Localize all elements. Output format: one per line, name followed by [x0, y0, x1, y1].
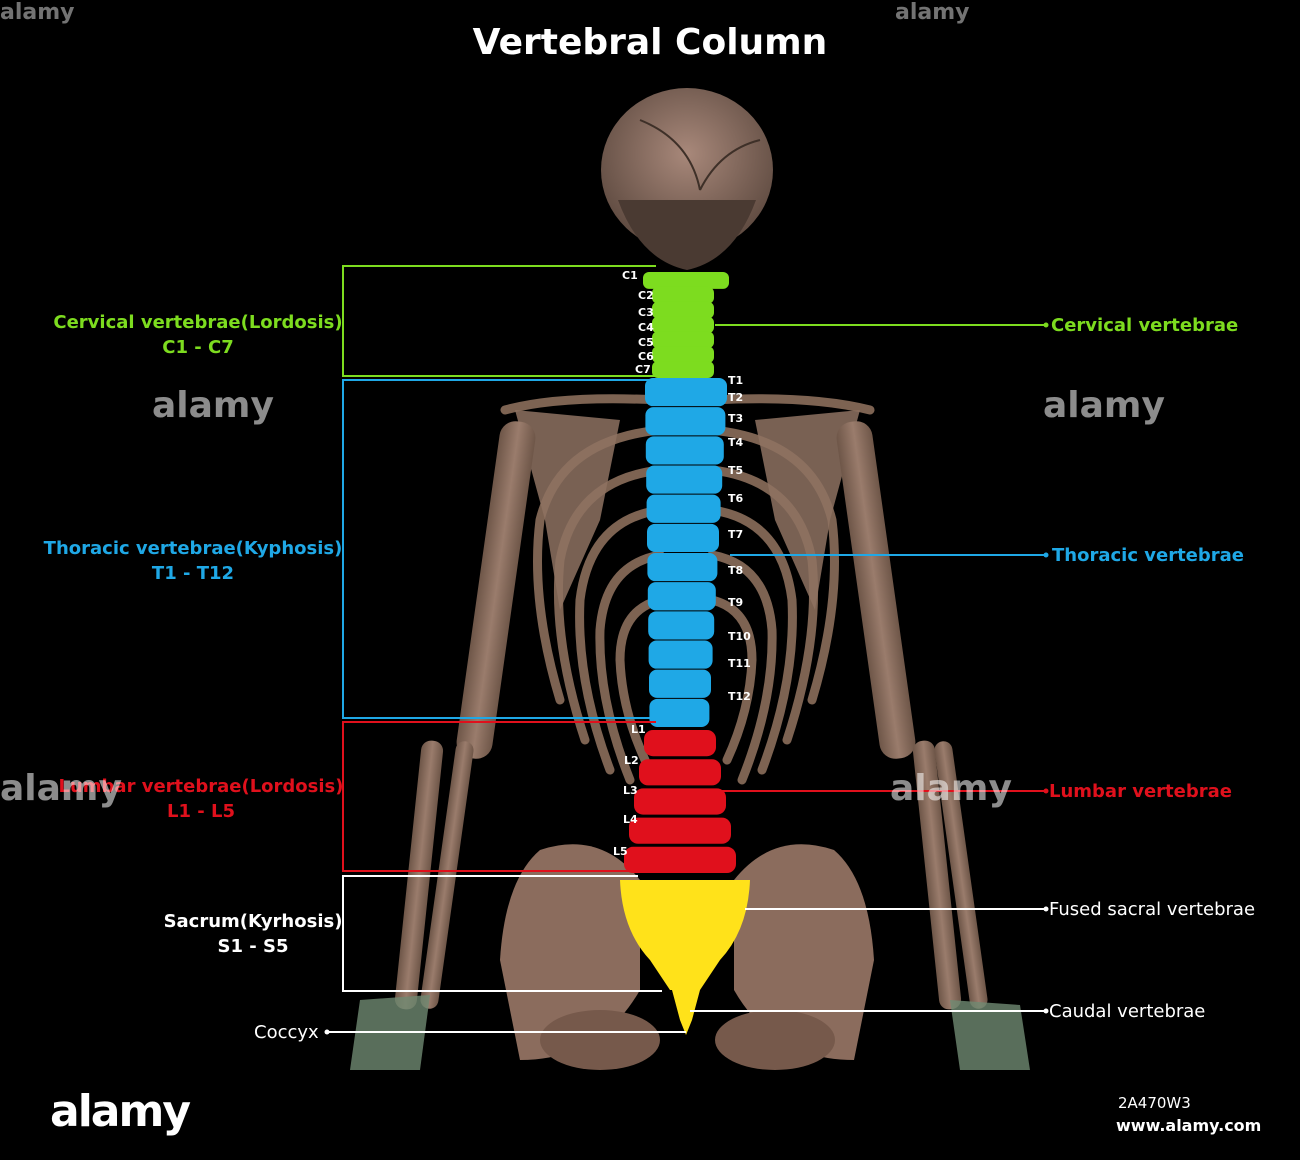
vertebra-t12 [649, 698, 710, 727]
vertebra-label-c2: C2 [638, 289, 654, 302]
label-thoracic-group: Thoracic vertebrae(Kyphosis) T1 - T12 [40, 536, 346, 586]
vertebra-label-t1: T1 [728, 374, 744, 387]
vertebra-t6 [647, 523, 719, 552]
vertebra-label-l5: L5 [613, 845, 628, 858]
watermark-alamy-1: alamy [0, 0, 75, 25]
vertebra-c2 [652, 286, 714, 304]
vertebra-label-l2: L2 [624, 754, 639, 767]
label-sacrum-group-range: S1 - S5 [217, 936, 289, 957]
leader-dot-4 [1043, 906, 1049, 912]
label-sacrum-group-name: Sacrum(Kyrhosis) [163, 911, 343, 932]
vertebra-label-t5: T5 [728, 464, 744, 477]
vertebra-t4 [646, 465, 723, 494]
watermark-alamy-5: alamy [0, 768, 122, 809]
vertebra-c4 [652, 316, 714, 334]
vertebra-label-t8: T8 [728, 564, 744, 577]
vertebra-label-t3: T3 [728, 412, 744, 425]
label-lumbar-group-name: Lumbar vertebrae(Lordosis) [58, 776, 344, 797]
label-lumbar-vertebrae: Lumbar vertebrae [1049, 781, 1232, 802]
vertebra-label-l1: L1 [631, 723, 646, 736]
vertebral-column [620, 272, 750, 1035]
leader-lines [324, 265, 1049, 1035]
vertebra-t10 [648, 640, 713, 669]
vertebra-c1 [643, 272, 729, 289]
vertebra-t1 [645, 378, 727, 407]
vertebra-c6 [652, 346, 714, 364]
skull [601, 88, 773, 270]
label-cervical-group-range: C1 - C7 [162, 337, 234, 358]
label-cervical-vertebrae: Cervical vertebrae [1051, 315, 1239, 336]
website-url: www.alamy.com [1116, 1116, 1262, 1135]
vertebra-t11 [649, 669, 711, 698]
sacrum [620, 880, 750, 990]
vertebra-t8 [647, 582, 716, 611]
watermark-alamy-2: alamy [895, 0, 970, 25]
vertebra-l4 [629, 817, 731, 844]
vertebra-label-c7: C7 [635, 363, 651, 376]
scapula-right [755, 410, 860, 610]
scapula-left [515, 410, 620, 610]
vertebra-l1 [644, 730, 716, 757]
vertebra-label-c6: C6 [638, 350, 654, 363]
vertebra-label-t6: T6 [728, 492, 744, 505]
label-thoracic-group-range: T1 - T12 [151, 563, 235, 584]
vertebra-t9 [648, 611, 715, 640]
vertebra-label-t10: T10 [728, 630, 751, 643]
leader-dot-5 [1043, 1008, 1049, 1014]
vertebra-label-l3: L3 [623, 784, 638, 797]
label-coccyx: Coccyx [254, 1022, 319, 1043]
coccyx [672, 990, 700, 1035]
label-cervical-group-name: Cervical vertebrae(Lordosis) [53, 312, 343, 333]
image-code: 2A470W3 [1118, 1094, 1191, 1112]
vertebra-label-t11: T11 [728, 657, 751, 670]
vertebra-label-c3: C3 [638, 306, 654, 319]
bracket-cervical [342, 265, 656, 377]
bracket-thoracic [342, 379, 656, 719]
label-fused-sacral-vertebrae: Fused sacral vertebrae [1049, 899, 1256, 920]
vertebra-label-c5: C5 [638, 336, 654, 349]
label-caudal-vertebrae: Caudal vertebrae [1049, 1001, 1206, 1022]
pelvis [500, 844, 874, 1070]
vertebra-l5 [624, 846, 736, 873]
vertebra-t7 [647, 553, 718, 582]
vertebra-t3 [645, 436, 724, 465]
vertebra-c3 [652, 301, 714, 319]
leader-dot-1 [1043, 322, 1049, 328]
leader-dot-2 [1043, 552, 1049, 558]
vertebra-l2 [639, 759, 721, 786]
vertebra-c5 [652, 331, 714, 349]
watermark-alamy-4: alamy [1043, 385, 1165, 426]
label-lumbar-group-range: L1 - L5 [167, 801, 235, 822]
leader-dot-6 [324, 1029, 330, 1035]
label-cervical-group: Cervical vertebrae(Lordosis) C1 - C7 [50, 310, 346, 360]
vertebra-label-t2: T2 [728, 391, 744, 404]
label-thoracic-group-name: Thoracic vertebrae(Kyphosis) [43, 538, 343, 559]
vertebra-label-t12: T12 [728, 690, 751, 703]
label-lumbar-group: Lumbar vertebrae(Lordosis) L1 - L5 [56, 774, 346, 824]
diagram-title: Vertebral Column [472, 22, 828, 63]
watermark-alamy-6: alamy [890, 768, 1012, 809]
bracket-lumbar [342, 721, 656, 872]
vertebra-label-t7: T7 [728, 528, 744, 541]
vertebra-label-c4: C4 [638, 321, 654, 334]
vertebra-t2 [645, 407, 726, 436]
vertebra-label-c1: C1 [622, 269, 638, 282]
watermark-alamy-3: alamy [152, 385, 274, 426]
vertebra-label-t9: T9 [728, 596, 744, 609]
label-thoracic-vertebrae: Thoracic vertebrae [1052, 545, 1245, 566]
bracket-sacrum [342, 875, 662, 992]
vertebra-l3 [634, 788, 726, 815]
vertebra-label-l4: L4 [623, 813, 638, 826]
alamy-logo: alamy [50, 1086, 191, 1137]
vertebra-label-t4: T4 [728, 436, 744, 449]
leader-dot-3 [1043, 788, 1049, 794]
label-sacrum-group: Sacrum(Kyrhosis) S1 - S5 [160, 909, 346, 959]
vertebra-c7 [652, 361, 714, 378]
vertebra-t5 [646, 494, 721, 523]
